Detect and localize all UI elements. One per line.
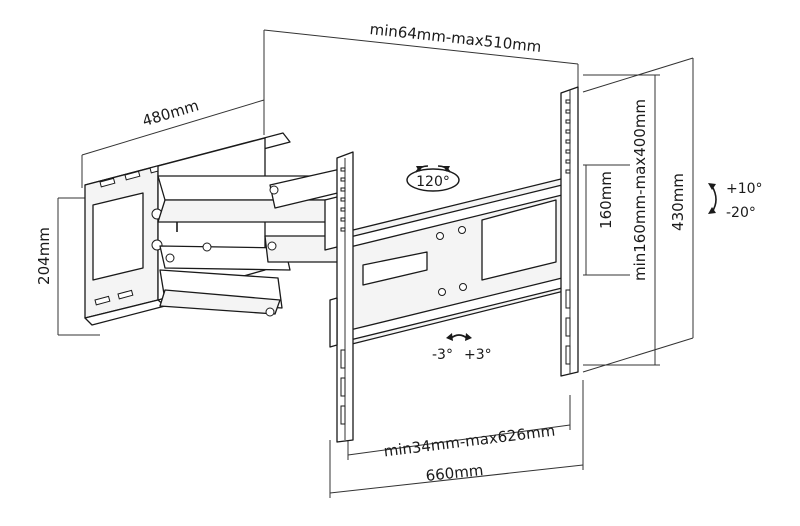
dimension-vesa-horizontal-range: min34mm-max626mm	[347, 395, 571, 461]
rotation-indicator: -3° +3°	[432, 333, 492, 363]
label-480mm: 480mm	[140, 96, 201, 130]
label-430mm: 430mm	[669, 173, 687, 231]
right-vertical-rail	[560, 86, 579, 377]
swivel-indicator: 120°	[406, 165, 460, 192]
dimension-vesa-vertical-range: min160mm-max400mm	[583, 74, 660, 366]
tilt-indicator: +10° -20°	[708, 181, 763, 221]
label-tilt-down: -20°	[726, 205, 756, 221]
dimension-160mm: 160mm	[583, 164, 630, 276]
dimension-204mm: 204mm	[35, 197, 100, 336]
label-vesa-vertical-range: min160mm-max400mm	[631, 99, 649, 281]
label-160mm: 160mm	[597, 171, 615, 229]
label-660mm: 660mm	[425, 461, 484, 485]
label-rotation-pos: +3°	[464, 347, 492, 363]
tv-bracket	[344, 177, 569, 346]
dimension-extension: min64mm-max510mm	[263, 20, 579, 100]
left-vertical-rail	[329, 151, 354, 443]
label-rotation-neg: -3°	[432, 347, 453, 363]
label-204mm: 204mm	[35, 227, 53, 285]
label-vesa-horizontal-range: min34mm-max626mm	[383, 422, 556, 461]
label-swivel: 120°	[416, 174, 450, 190]
dimension-430mm: 430mm	[582, 57, 694, 373]
dimension-660mm: 660mm	[329, 380, 584, 498]
label-tilt-up: +10°	[726, 181, 763, 197]
